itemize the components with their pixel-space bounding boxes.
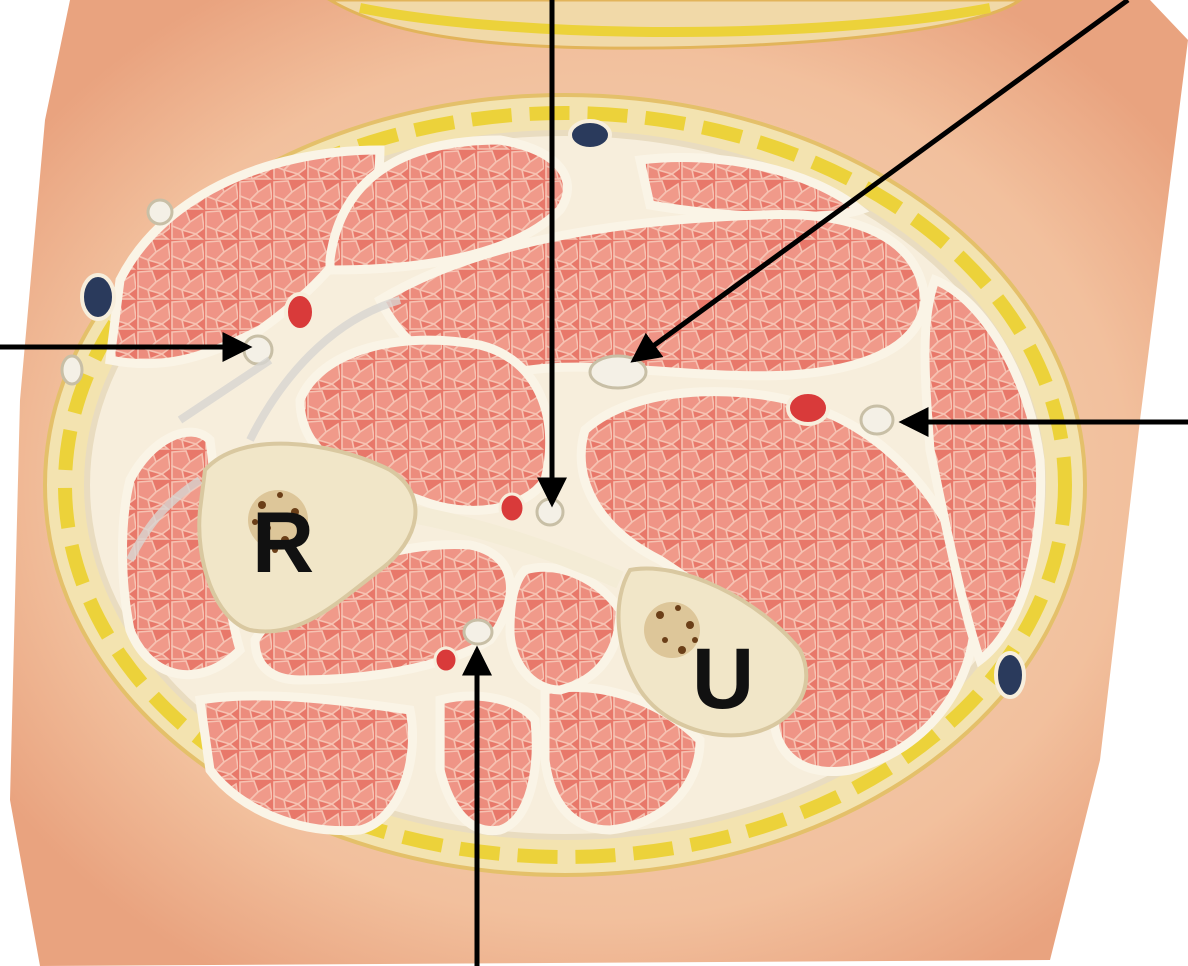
vein-left [82,275,114,319]
nerve-median [590,356,646,388]
muscle-posterior-center [440,696,536,831]
artery-ulnar [788,392,828,424]
nerve-ulnar [861,406,893,434]
artery-anterior-interosseous [500,494,524,522]
vessel-small-left [148,200,172,224]
vessel-small-left-low [62,356,82,384]
artery-posterior-interosseous [435,648,457,672]
ulna-label: U [692,631,754,727]
vein-top [570,121,610,149]
nerve-posterior-interosseous [464,620,492,644]
vein-right [996,653,1024,697]
radius-label: R [252,495,314,591]
artery-radial [286,294,314,330]
